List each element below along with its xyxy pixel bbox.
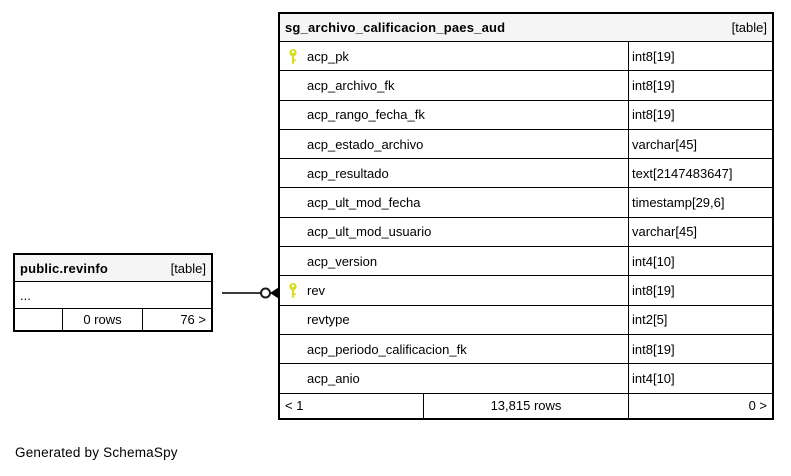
column-name-cell: revtype bbox=[280, 305, 629, 334]
column-name: acp_ult_mod_fecha bbox=[307, 195, 421, 211]
column-name-cell: acp_pk bbox=[280, 42, 629, 71]
revinfo-table-footer: 0 rows 76 > bbox=[15, 309, 211, 330]
column-type: int8[19] bbox=[632, 341, 675, 357]
column-name: acp_rango_fecha_fk bbox=[307, 107, 425, 123]
column-name: acp_ult_mod_usuario bbox=[307, 224, 432, 240]
revinfo-table-type-label: [table] bbox=[170, 260, 206, 276]
column-name: acp_pk bbox=[307, 48, 349, 64]
column-name-cell: rev bbox=[280, 276, 629, 305]
column-name-cell: acp_rango_fecha_fk bbox=[280, 100, 629, 129]
table-row: acp_periodo_calificacion_fk int8[19] bbox=[280, 334, 772, 365]
column-type: int4[10] bbox=[632, 253, 675, 269]
column-type: int8[19] bbox=[632, 107, 675, 123]
generated-by-credit: Generated by SchemaSpy bbox=[15, 445, 178, 460]
column-name: acp_anio bbox=[307, 370, 360, 386]
fk-arrowhead-icon bbox=[270, 286, 280, 300]
revinfo-footer-parents bbox=[15, 309, 63, 330]
column-type: int4[10] bbox=[632, 370, 675, 386]
column-name: rev bbox=[307, 283, 326, 299]
revinfo-footer-children: 76 > bbox=[180, 312, 206, 327]
column-type: varchar[45] bbox=[632, 136, 698, 152]
revinfo-table-header[interactable]: public.revinfo [table] bbox=[15, 255, 211, 282]
main-footer-parents: < 1 bbox=[280, 393, 424, 418]
table-row: acp_resultado text[2147483647] bbox=[280, 159, 772, 189]
main-footer-children: 0 > bbox=[748, 398, 767, 414]
table-row: acp_anio int4[10] bbox=[280, 364, 772, 394]
table-row: acp_pk int8[19] bbox=[280, 42, 772, 72]
main-table-title[interactable]: sg_archivo_calificacion_paes_aud bbox=[285, 20, 506, 35]
table-node-sg-archivo-calificacion-paes-aud: sg_archivo_calificacion_paes_aud [table]… bbox=[278, 12, 774, 420]
table-row: revtype int2[5] bbox=[280, 305, 772, 335]
column-type: int2[5] bbox=[632, 312, 668, 328]
table-row: acp_version int4[10] bbox=[280, 247, 772, 277]
column-name: acp_version bbox=[307, 253, 378, 269]
column-name-cell: acp_anio bbox=[280, 364, 629, 393]
column-name-cell: acp_resultado bbox=[280, 159, 629, 188]
main-table-footer: < 1 13,815 rows 0 > bbox=[280, 393, 772, 418]
revinfo-footer-rowcount: 0 rows bbox=[63, 309, 143, 330]
column-name-cell: acp_version bbox=[280, 247, 629, 276]
table-node-public-revinfo: public.revinfo [table] ... 0 rows 76 > bbox=[13, 253, 213, 332]
column-name: acp_resultado bbox=[307, 165, 389, 181]
primary-key-icon bbox=[288, 48, 307, 65]
main-table-type-label: [table] bbox=[731, 20, 767, 35]
table-row: acp_ult_mod_fecha timestamp[29,6] bbox=[280, 188, 772, 218]
column-name: revtype bbox=[307, 312, 350, 328]
table-row: acp_ult_mod_usuario varchar[45] bbox=[280, 217, 772, 248]
table-row: acp_archivo_fk int8[19] bbox=[280, 71, 772, 101]
table-row: acp_estado_archivo varchar[45] bbox=[280, 129, 772, 160]
column-type: timestamp[29,6] bbox=[632, 195, 725, 211]
main-footer-rowcount: 13,815 rows bbox=[424, 393, 629, 418]
column-name: acp_periodo_calificacion_fk bbox=[307, 341, 467, 357]
column-name-cell: acp_estado_archivo bbox=[280, 129, 629, 159]
column-name: acp_archivo_fk bbox=[307, 77, 395, 93]
column-type: int8[19] bbox=[632, 283, 675, 299]
main-table-header[interactable]: sg_archivo_calificacion_paes_aud [table] bbox=[280, 14, 772, 42]
table-row: rev int8[19] bbox=[280, 276, 772, 306]
fk-circle-endpoint bbox=[260, 287, 271, 299]
column-type: int8[19] bbox=[632, 77, 675, 93]
column-type: text[2147483647] bbox=[632, 165, 733, 181]
fk-relationship-connector bbox=[222, 286, 280, 300]
revinfo-collapsed-columns: ... bbox=[15, 282, 211, 309]
primary-key-icon bbox=[288, 282, 307, 299]
column-name-cell: acp_ult_mod_fecha bbox=[280, 188, 629, 217]
column-name-cell: acp_ult_mod_usuario bbox=[280, 217, 629, 247]
column-type: int8[19] bbox=[632, 48, 675, 64]
column-type: varchar[45] bbox=[632, 224, 698, 240]
revinfo-table-title[interactable]: public.revinfo bbox=[20, 260, 109, 276]
column-name: acp_estado_archivo bbox=[307, 136, 424, 152]
column-name-cell: acp_archivo_fk bbox=[280, 71, 629, 100]
column-name-cell: acp_periodo_calificacion_fk bbox=[280, 334, 629, 364]
table-row: acp_rango_fecha_fk int8[19] bbox=[280, 100, 772, 130]
